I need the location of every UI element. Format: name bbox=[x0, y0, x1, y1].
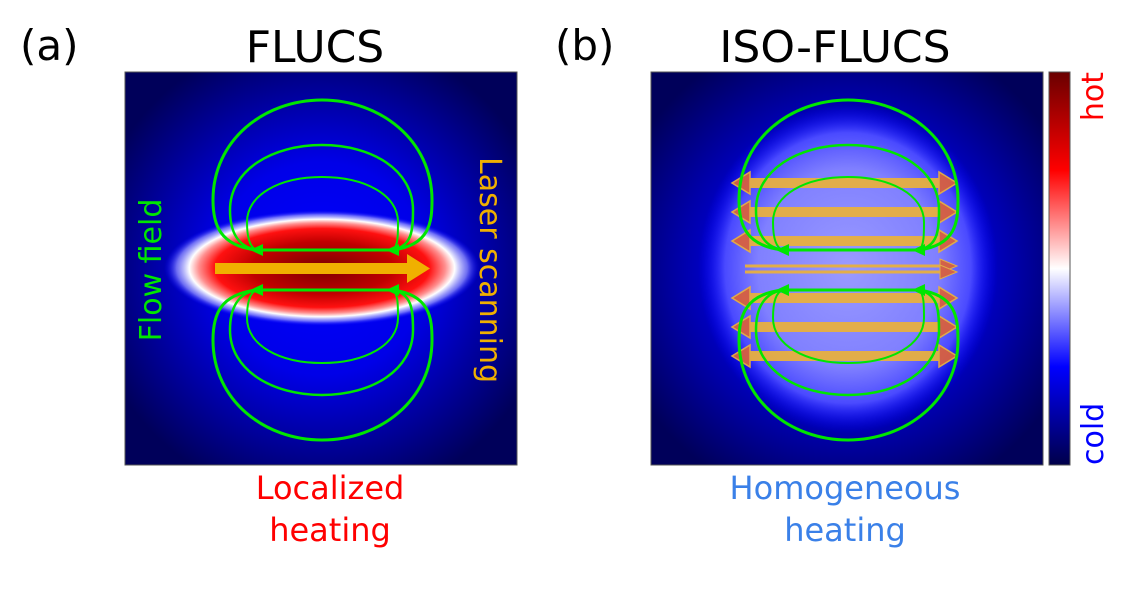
panel-b-heatmap bbox=[650, 71, 1044, 466]
flow-field-label: Flow field bbox=[134, 199, 169, 342]
panel-a-title: FLUCS bbox=[246, 22, 385, 73]
colorbar-hot-label: hot bbox=[1076, 72, 1111, 121]
panel-a-label: (a) bbox=[20, 21, 79, 70]
laser-scan-arrow bbox=[215, 254, 430, 283]
colorbar-cold-label: cold bbox=[1076, 403, 1111, 465]
panel-b-caption-line2: heating bbox=[784, 511, 906, 549]
panel-a-caption-line1: Localized bbox=[256, 469, 405, 507]
laser-scanning-label: Laser scanning bbox=[472, 157, 507, 383]
panel-b-caption-line1: Homogeneous bbox=[730, 469, 961, 507]
colorbar bbox=[1048, 71, 1071, 466]
panel-b-label: (b) bbox=[555, 21, 614, 70]
panel-b-title: ISO-FLUCS bbox=[719, 22, 950, 73]
panel-a-caption-line2: heating bbox=[269, 511, 391, 549]
panel-b-scan-arrows bbox=[731, 171, 959, 368]
